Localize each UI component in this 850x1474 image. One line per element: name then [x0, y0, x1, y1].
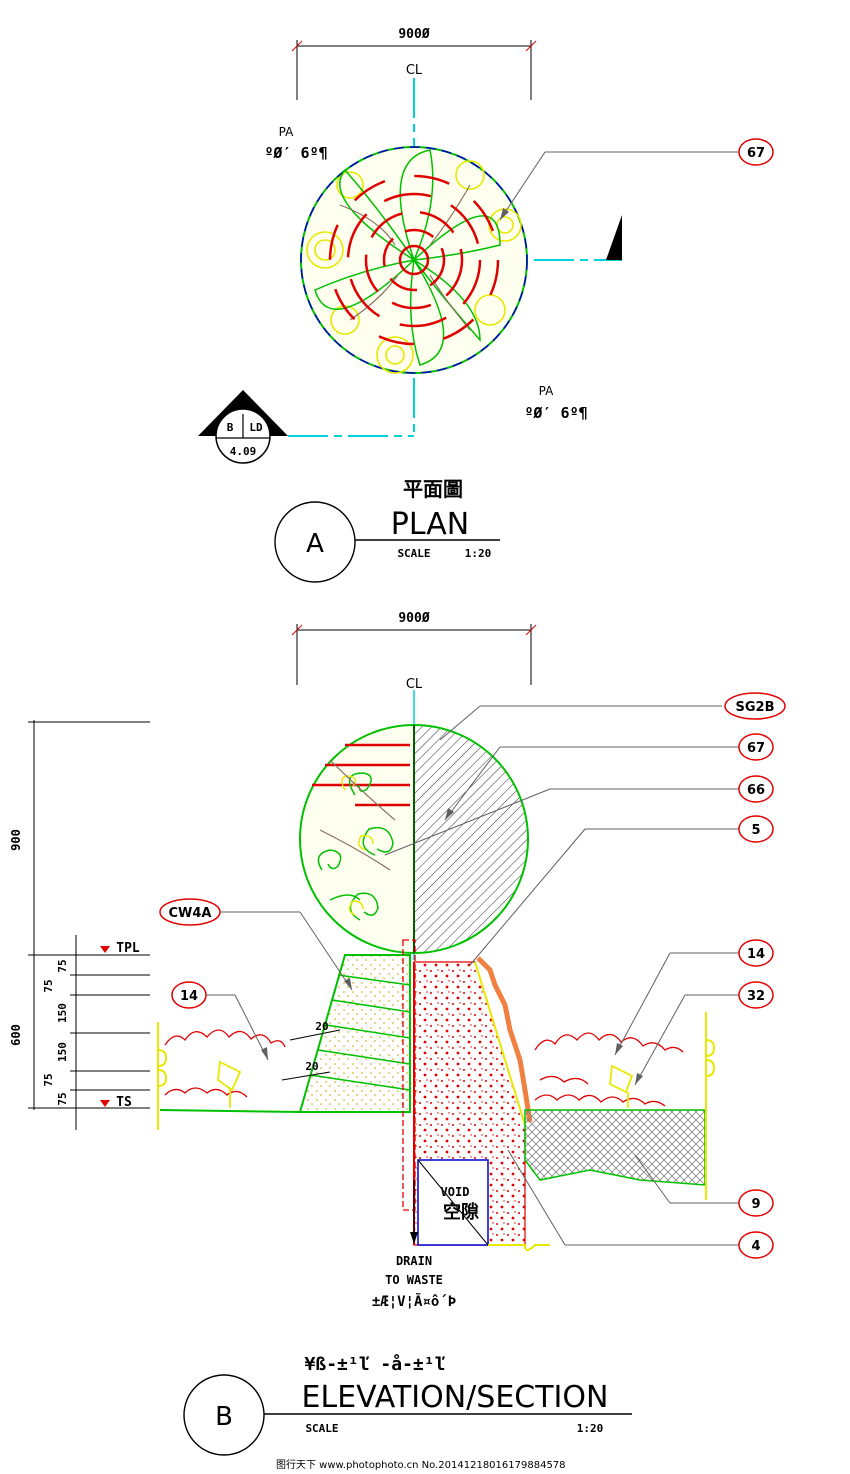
elevation-title-cn: ¥ß-±¹ľ -å-±¹ľ [305, 1353, 446, 1375]
plan-view: 900Ø CL [198, 27, 774, 583]
plan-dimension [291, 40, 537, 100]
dim-900: 900 [9, 829, 23, 851]
dim-600: 600 [9, 1024, 23, 1046]
callout-14-right: 14 [614, 939, 774, 1056]
section-marker-left: B [227, 421, 234, 434]
svg-text:14: 14 [180, 989, 198, 1004]
ground-left [159, 1109, 301, 1113]
planter-base-left: 20 20 [281, 954, 411, 1113]
planter-section-right: VOID 空隙 [402, 939, 550, 1251]
pa-code-1: ºØ′ 6º¶ [264, 144, 327, 162]
watermark-footer: 图行天下 www.photophoto.cn No.20141218016179… [276, 1460, 566, 1471]
callout-sg2b: SG2B [439, 692, 786, 741]
plan-title-cn: 平面圖 [403, 477, 463, 501]
plan-dimension-label: 900Ø [398, 27, 429, 42]
plan-title: PLAN [391, 507, 469, 542]
plan-ball [300, 146, 528, 374]
dim-75-a: 75 [56, 959, 69, 972]
svg-text:14: 14 [747, 947, 765, 962]
ground-soil [524, 1109, 706, 1186]
svg-text:67: 67 [747, 146, 765, 161]
elevation-title-block: B ¥ß-±¹ľ -å-±¹ľ ELEVATION/SECTION SCALE … [183, 1353, 632, 1456]
svg-text:4: 4 [751, 1239, 760, 1254]
section-marker-sheet: 4.09 [230, 445, 257, 458]
plan-scale-label: SCALE [397, 547, 430, 560]
elevation-dimension-label: 900Ø [398, 611, 429, 626]
drain-label-3: ±Æ¦V¦Ã¤ô´Þ [372, 1293, 456, 1310]
section-marker: B LD 4.09 [198, 390, 414, 464]
dim-150-b: 150 [56, 1042, 69, 1062]
callout-14-left: 14 [171, 981, 269, 1061]
pa-label-2: PA [539, 384, 554, 398]
svg-text:SG2B: SG2B [736, 700, 775, 715]
callout-66: 66 [384, 775, 774, 856]
svg-text:9: 9 [751, 1197, 760, 1212]
plan-centerline-label: CL [406, 63, 423, 78]
elevation-view: 900Ø CL 900 600 75 75 150 150 75 75 TPL … [9, 611, 786, 1456]
elevation-ball [299, 723, 529, 955]
void-label-en: VOID [441, 1185, 470, 1199]
void-label-cn: 空隙 [443, 1201, 479, 1223]
elevation-title: ELEVATION/SECTION [302, 1380, 609, 1415]
tpl-marker [100, 946, 110, 953]
uplights [217, 1060, 634, 1108]
elevation-dimension [291, 624, 537, 685]
plan-title-block: A 平面圖 PLAN SCALE 1:20 [274, 477, 500, 583]
plan-scale-value: 1:20 [465, 547, 492, 560]
drain-label-1: DRAIN [396, 1254, 432, 1268]
shrubs [164, 1029, 684, 1107]
dim-20-b: 20 [305, 1060, 318, 1073]
drain-label-2: TO WASTE [385, 1273, 443, 1287]
dim-75-c: 75 [42, 1073, 55, 1086]
plan-drawing-letter: A [306, 529, 324, 559]
dim-75-d: 75 [56, 1092, 69, 1105]
callout-cw4a: CW4A [159, 898, 353, 991]
svg-text:5: 5 [751, 823, 760, 838]
section-marker-right: LD [249, 421, 263, 434]
elevation-drawing-letter: B [215, 1402, 233, 1432]
elevation-scale-value: 1:20 [577, 1422, 604, 1435]
svg-text:CW4A: CW4A [169, 906, 212, 921]
dim-20-a: 20 [315, 1020, 328, 1033]
level-tpl: TPL [116, 941, 140, 956]
elevation-scale-label: SCALE [305, 1422, 338, 1435]
svg-text:32: 32 [747, 989, 765, 1004]
plan-callout-67: 67 [499, 138, 774, 221]
callout-32: 32 [634, 981, 774, 1086]
left-dimension-lines [28, 720, 150, 1130]
pa-label-1: PA [279, 125, 294, 139]
callout-67: 67 [444, 733, 774, 821]
edging [157, 1012, 716, 1200]
pa-code-2: ºØ′ 6º¶ [524, 404, 587, 422]
callout-4: 4 [507, 1149, 774, 1259]
dim-75-b: 75 [42, 979, 55, 992]
svg-text:67: 67 [747, 741, 765, 756]
callout-9: 9 [634, 1154, 774, 1217]
svg-text:66: 66 [747, 783, 765, 798]
section-cut-arrow [606, 215, 622, 260]
elevation-centerline-label: CL [406, 677, 423, 692]
ts-marker [100, 1100, 110, 1107]
level-ts: TS [116, 1095, 132, 1110]
callout-5: 5 [469, 815, 774, 966]
dim-150-a: 150 [56, 1003, 69, 1023]
